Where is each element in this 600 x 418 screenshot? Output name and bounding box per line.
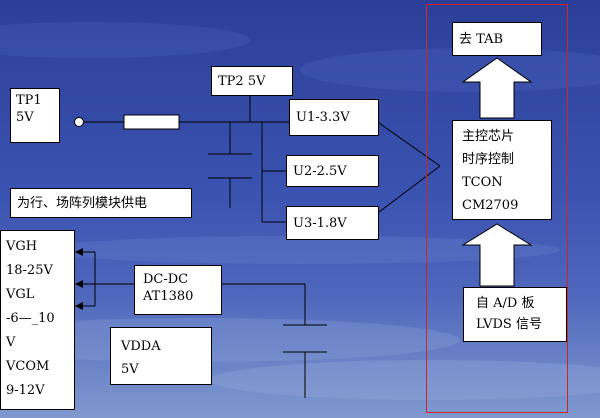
- vdda-voltage: 5V: [121, 362, 139, 377]
- main-chip-box: 主控芯片 时序控制 TCON CM2709: [452, 120, 552, 220]
- tp2-label: TP2 5V: [218, 73, 266, 89]
- regulator-u1-label: U1-3.3V: [296, 110, 350, 125]
- lvds-input-box: 自 A/D 板 LVDS 信号: [463, 287, 567, 342]
- vdda-label: VDDA: [121, 339, 161, 354]
- regulator-u3-label: U3-1.8V: [293, 215, 347, 231]
- gate-voltage-line: 18-25V: [6, 263, 53, 278]
- gate-voltage-line: 9-12V: [6, 383, 45, 398]
- main-chip-line: 主控芯片: [462, 129, 515, 144]
- regulator-u3: U3-1.8V: [286, 206, 379, 240]
- tcon-board-frame: [426, 4, 568, 413]
- dcdc-box: DC-DC AT1380: [134, 265, 222, 315]
- main-chip-line: CM2709: [462, 198, 519, 213]
- vdda-box: VDDA 5V: [110, 327, 212, 385]
- tp1-box: TP1 5V: [10, 88, 60, 143]
- gate-voltage-line: VGH: [6, 239, 38, 254]
- main-chip-line: TCON: [462, 175, 503, 190]
- row-col-power-label: 为行、场阵列模块供电: [17, 195, 148, 211]
- input-source: 自 A/D 板: [476, 296, 535, 311]
- row-col-power-box: 为行、场阵列模块供电: [10, 188, 192, 218]
- regulator-u1: U1-3.3V: [289, 99, 379, 136]
- regulator-u2: U2-2.5V: [286, 155, 379, 187]
- gate-voltage-box: VGH 18-25V VGL -6—_10 V VCOM 9-12V: [0, 230, 75, 410]
- gate-voltage-line: V: [6, 335, 16, 350]
- tp1-label: TP1: [16, 93, 42, 108]
- gate-voltage-line: VCOM: [6, 359, 50, 374]
- main-chip-line: 时序控制: [462, 152, 515, 167]
- to-tab-box: 去 TAB: [452, 22, 542, 56]
- to-tab-label: 去 TAB: [459, 31, 504, 47]
- tp2-box: TP2 5V: [211, 66, 293, 96]
- tp1-voltage: 5V: [16, 110, 34, 125]
- gate-voltage-line: VGL: [6, 287, 35, 302]
- regulator-u2-label: U2-2.5V: [293, 163, 347, 179]
- gate-voltage-line: -6—_10: [6, 311, 55, 326]
- input-signal: LVDS 信号: [476, 317, 542, 332]
- dcdc-part: AT1380: [143, 289, 194, 304]
- dcdc-label: DC-DC: [143, 272, 189, 287]
